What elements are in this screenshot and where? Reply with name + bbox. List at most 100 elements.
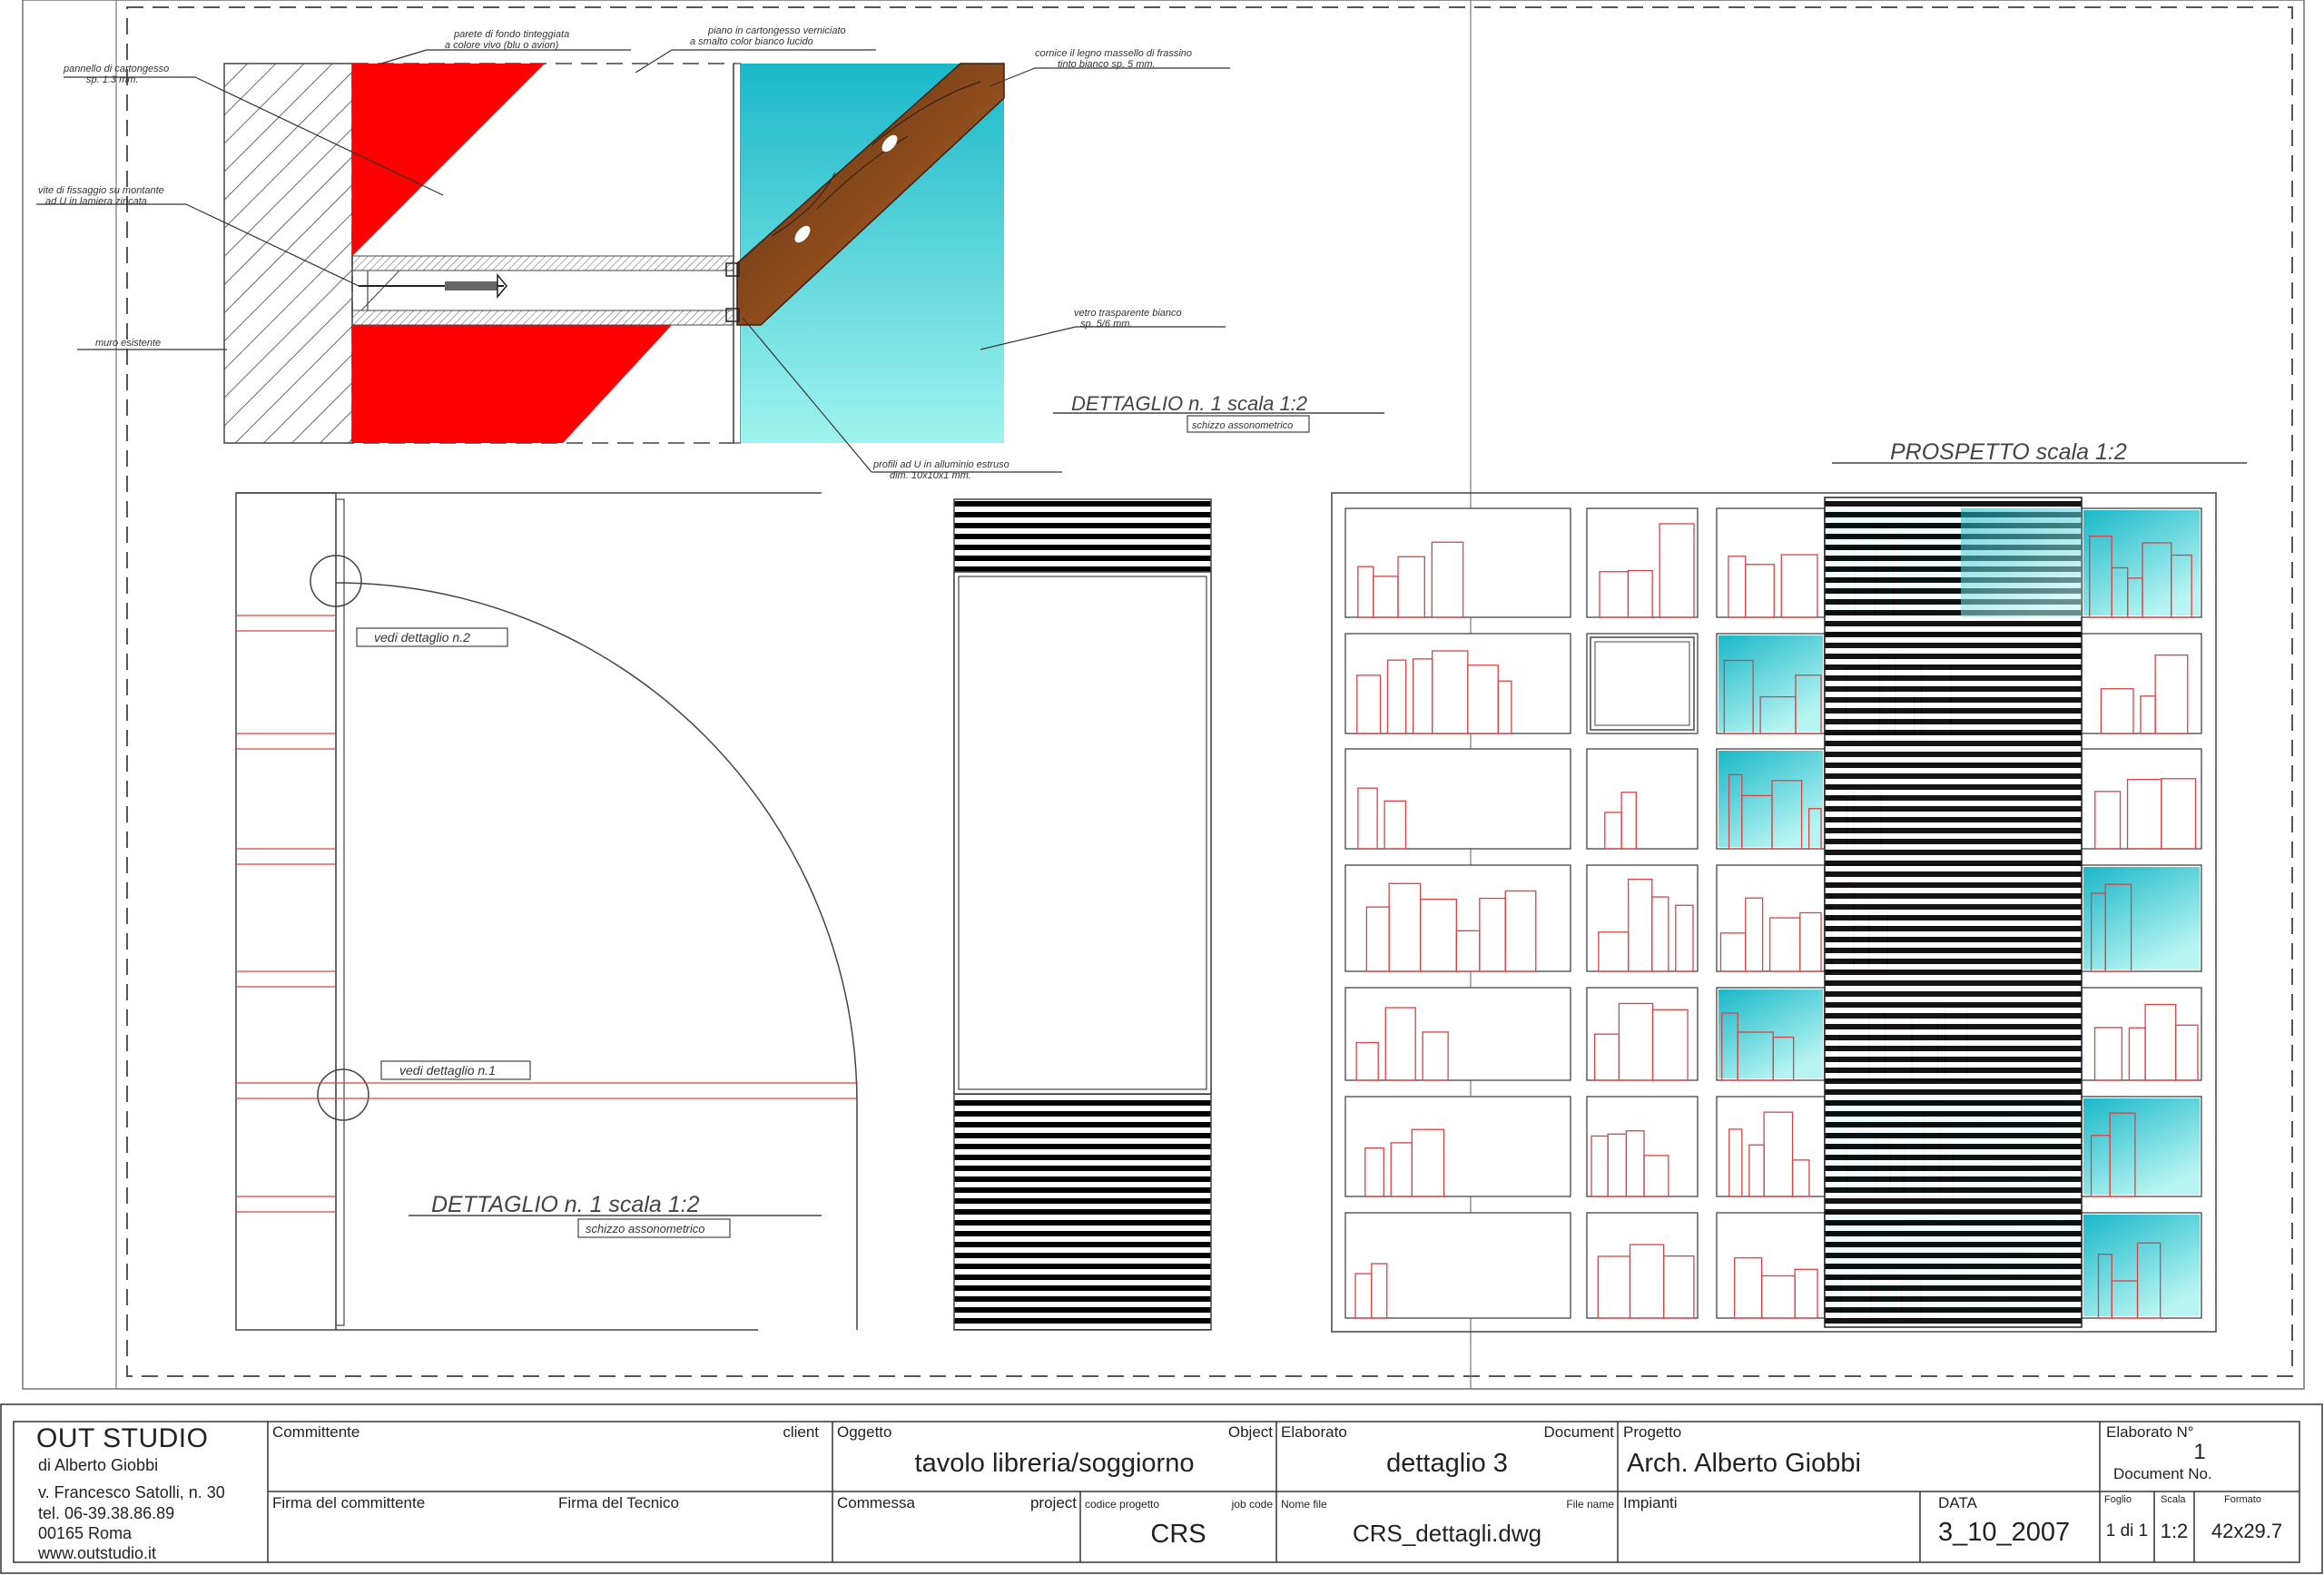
studio-city: 00165 Roma xyxy=(38,1524,133,1542)
book xyxy=(2175,1024,2199,1081)
bookcase-cell xyxy=(1716,507,1826,618)
firma-committente-label: Firma del committente xyxy=(272,1494,426,1511)
book xyxy=(1771,780,1803,850)
object-label: Object xyxy=(1227,1423,1273,1441)
studio-address: v. Francesco Satolli, n. 30 xyxy=(38,1483,225,1501)
book xyxy=(2100,688,2134,734)
foglio-label: Foglio xyxy=(2104,1494,2132,1505)
book xyxy=(1795,674,1822,734)
book xyxy=(1411,1128,1445,1197)
label-piano-smalto: a smalto color bianco lucido xyxy=(690,36,813,47)
book xyxy=(2094,791,2122,850)
book xyxy=(1745,897,1764,972)
formato-value: 42x29.7 xyxy=(2211,1520,2283,1542)
book xyxy=(1364,1147,1384,1197)
section-drawing xyxy=(235,492,858,1331)
bookcase-cell xyxy=(2081,633,2202,734)
formato-label: Formato xyxy=(2224,1494,2261,1505)
drawer-box xyxy=(1590,636,1695,731)
data-label: DATA xyxy=(1938,1494,1977,1511)
bookcase-cell xyxy=(1344,987,1571,1081)
book xyxy=(1384,800,1407,850)
book xyxy=(2093,1027,2123,1081)
firma-tecnico-label: Firma del Tecnico xyxy=(558,1494,679,1511)
book xyxy=(1780,554,1818,618)
label-vite-u: ad U in lamiera zincata xyxy=(45,196,147,207)
book xyxy=(1723,659,1754,734)
studio-website: www.outstudio.it xyxy=(38,1544,157,1562)
book xyxy=(1772,1036,1795,1081)
title-block: OUT STUDIO di Alberto Giobbi v. Francesc… xyxy=(0,1403,2324,1575)
document-label: Document xyxy=(1543,1423,1614,1441)
book xyxy=(1386,659,1407,734)
book xyxy=(1728,1128,1743,1197)
progetto-value: Arch. Alberto Giobbi xyxy=(1627,1449,1861,1478)
bookcase-cell xyxy=(1344,633,1571,734)
label-pannello: pannello di cartongesso xyxy=(63,64,169,74)
book xyxy=(1791,1159,1810,1197)
book xyxy=(1627,569,1653,618)
label-vetro-sp: sp. 5/6 mm. xyxy=(1080,319,1132,330)
label-profili: profili ad U in alluminio estruso xyxy=(872,459,1009,470)
glass-cell xyxy=(2083,867,2200,970)
book xyxy=(1497,680,1512,734)
bookcase-cell xyxy=(1586,748,1699,850)
detail-bottom-title: DETTAGLIO n. 1 scala 1:2 xyxy=(431,1192,700,1217)
prospetto-title: PROSPETTO scala 1:2 xyxy=(1832,439,2247,465)
book xyxy=(1675,904,1694,972)
label-muro: muro esistente xyxy=(95,338,161,349)
red-wall-panel-upper xyxy=(352,64,545,256)
data-value: 3_10_2007 xyxy=(1938,1518,2071,1547)
bookcase-cell xyxy=(1344,748,1571,850)
glass-cell xyxy=(1718,989,1823,1078)
bookcase-cell xyxy=(1344,507,1571,618)
book xyxy=(1355,1041,1379,1081)
bookcase-cell xyxy=(1586,1212,1699,1319)
file-name-label: File name xyxy=(1566,1498,1614,1511)
bookcase-cell xyxy=(1344,1096,1571,1197)
detail-top-title: DETTAGLIO n. 1 scala 1:2 xyxy=(1071,392,1307,415)
label-cornice-sp: tinto bianco sp. 5 mm. xyxy=(1058,59,1156,70)
bookcase-cell xyxy=(1586,633,1699,734)
studio-phone: tel. 06-39.38.86.89 xyxy=(38,1504,175,1522)
bookcase-cell xyxy=(1586,507,1699,618)
book xyxy=(1620,792,1637,850)
studio-sub: di Alberto Giobbi xyxy=(38,1456,159,1474)
label-profili-dim: dim. 10x10x1 mm. xyxy=(890,470,971,481)
bookcase-cell xyxy=(2081,987,2202,1081)
red-wall-panel-lower xyxy=(352,325,672,443)
book xyxy=(1659,523,1695,618)
book xyxy=(1794,1268,1818,1319)
codice-value: CRS xyxy=(1150,1520,1206,1549)
label-vetro: vetro trasparente bianco xyxy=(1074,308,1182,319)
label-vite: vite di fissaggio su montante xyxy=(38,185,164,196)
book xyxy=(1799,911,1822,972)
annotation-leaders xyxy=(36,49,1230,473)
book xyxy=(2171,554,2192,618)
book xyxy=(1504,890,1537,972)
book xyxy=(1662,1255,1695,1319)
book xyxy=(1651,1009,1689,1081)
bookcase-cell xyxy=(1716,1096,1826,1197)
book xyxy=(1422,1031,1449,1081)
book xyxy=(1384,1007,1416,1081)
book xyxy=(2104,883,2132,972)
file-value: CRS_dettagli.dwg xyxy=(1352,1520,1542,1547)
striped-panel xyxy=(953,498,1212,1331)
book xyxy=(2136,1242,2162,1319)
annotation-labels: pannello di cartongesso sp. 1.3 mm. pare… xyxy=(38,25,1192,481)
glass-overlay xyxy=(1961,508,2082,617)
scala-label: Scala xyxy=(2161,1494,2186,1505)
book xyxy=(2109,1112,2136,1197)
book xyxy=(1431,541,1464,618)
elaborato-n-label: Elaborato N° xyxy=(2106,1423,2194,1441)
prospetto-title-text: PROSPETTO scala 1:2 xyxy=(1890,439,2127,465)
glass-cell xyxy=(2083,1098,2200,1195)
title-block-grid xyxy=(0,1403,2323,1574)
book xyxy=(1357,787,1378,850)
detail-top-title-block: DETTAGLIO n. 1 scala 1:2 schizzo assonom… xyxy=(1053,392,1384,433)
section-refs: vedi dettaglio n.2 vedi dettaglio n.1 DE… xyxy=(356,627,822,1238)
codice-progetto-label: codice progetto xyxy=(1085,1498,1160,1511)
detail-top-subtitle: schizzo assonometrico xyxy=(1192,420,1293,431)
book xyxy=(1356,674,1382,734)
